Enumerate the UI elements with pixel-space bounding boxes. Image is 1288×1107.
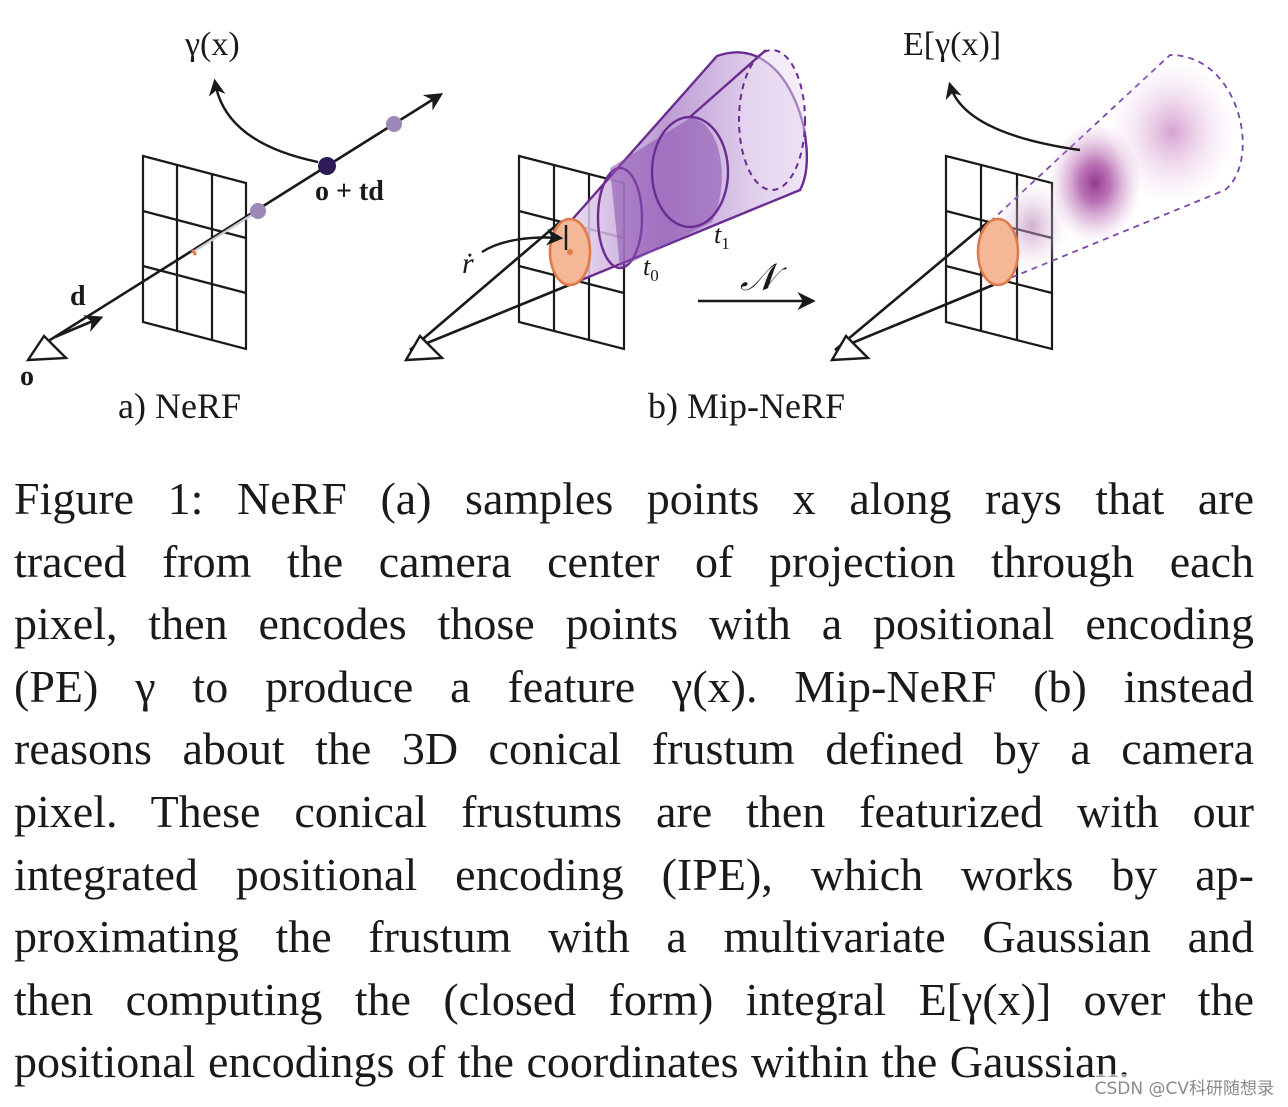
caption-line: then computing the (closed form) integra…: [14, 973, 1254, 1025]
point-label: o + td: [315, 176, 384, 207]
t1-label: t1: [714, 220, 730, 253]
r-dot-label: ṙ: [462, 247, 474, 280]
caption-line: pixel. These conical frustums are then f…: [14, 785, 1254, 837]
panel-a-caption: a) NeRF: [118, 386, 241, 426]
normal-dist-label: 𝒩: [740, 257, 788, 299]
dashed-cone-outline: [989, 54, 1244, 284]
frustum-ring-far: [738, 49, 806, 191]
panel-b-mipnerf: ṙ t0 t1 𝒩 b) Mip-NeRF: [403, 49, 845, 426]
camera-icon-b: [403, 334, 445, 362]
direction-arrow: [54, 315, 104, 339]
caption-line: traced from the camera center of project…: [14, 535, 1254, 587]
camera-icon-c: [829, 334, 871, 362]
watermark: CSDN @CV科研随想录: [1094, 1074, 1274, 1099]
ray-a: [41, 93, 444, 347]
caption-line: integrated positional encoding (IPE), wh…: [14, 848, 1254, 900]
gaussian-blob: [1112, 64, 1232, 200]
radius-arrow: [481, 228, 564, 254]
caption-line: (PE) γ to produce a feature γ(x). Mip-Ne…: [14, 660, 1254, 712]
panel-b-caption: b) Mip-NeRF: [648, 386, 845, 426]
figure-caption: Figure 1: NeRF (a) samples points x alon…: [14, 468, 1254, 1094]
figure-illustration: γ(x) o + td d o a) NeRF: [20, 26, 1244, 426]
encoding-arrow-c: [945, 81, 1081, 152]
sample-point: [386, 116, 402, 132]
origin-label: o: [20, 361, 34, 392]
caption-line: pixel, then encodes those points with a …: [14, 598, 1254, 650]
panel-c-ipe: E[γ(x)]: [829, 26, 1244, 362]
caption-line: positional encodings of the coordinates …: [14, 1036, 1130, 1088]
panel-a-nerf: γ(x) o + td d o a) NeRF: [20, 26, 444, 426]
sample-point: [250, 203, 266, 219]
encoding-arrow-a: [208, 78, 319, 164]
sample-point-highlight: [318, 157, 336, 175]
caption-line: proximating the frustum with a multivari…: [14, 911, 1254, 963]
direction-label: d: [70, 281, 86, 312]
t0-label: t0: [643, 252, 659, 285]
caption-line: reasons about the 3D conical frustum def…: [14, 723, 1254, 775]
frustum-section: [610, 118, 722, 268]
expectation-label: E[γ(x)]: [903, 26, 1001, 63]
gamma-x-label: γ(x): [184, 26, 240, 63]
pixel-footprint-c: [976, 217, 1020, 287]
camera-icon-a: [25, 334, 69, 362]
caption-line: Figure 1: NeRF (a) samples points x alon…: [14, 473, 1254, 524]
